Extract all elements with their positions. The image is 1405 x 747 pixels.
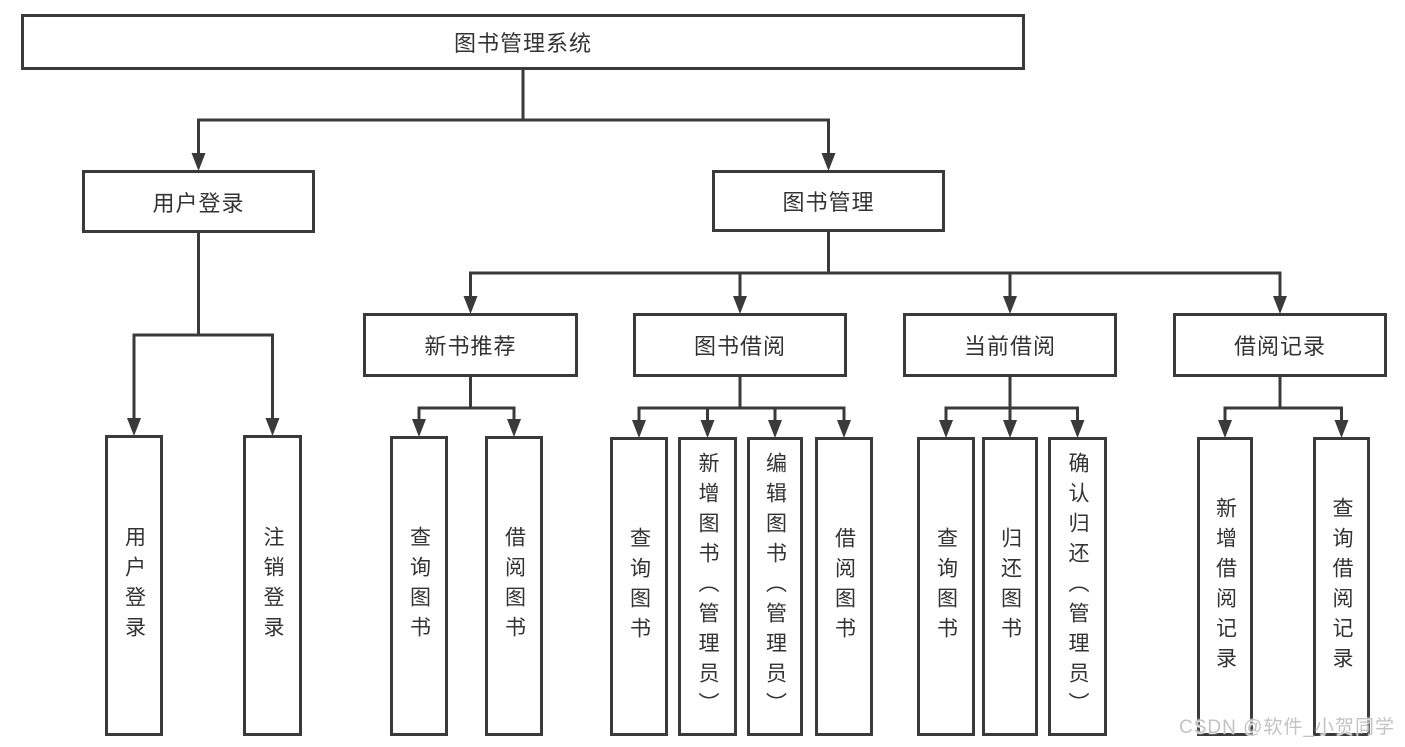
node-leaf-query-book-3: 查询图书: [917, 437, 975, 736]
arrowhead-icon: [127, 418, 141, 436]
node-leaf-add-borrow-record: 新增借阅记录: [1197, 437, 1253, 736]
node-label-leaf-logout: 注销登录: [261, 525, 284, 646]
node-label-leaf-add-borrow-record: 新增借阅记录: [1213, 496, 1237, 677]
node-leaf-add-book: 新增图书（管理员）: [678, 437, 737, 736]
node-book-borrow: 图书借阅: [633, 313, 847, 377]
node-label-user-login: 用户登录: [152, 190, 245, 216]
node-label-borrow-records: 借阅记录: [1233, 334, 1326, 359]
node-borrow-records: 借阅记录: [1173, 313, 1387, 377]
node-label-leaf-user-login: 用户登录: [122, 525, 146, 646]
node-leaf-borrow-book-1: 借阅图书: [485, 436, 543, 736]
node-label-leaf-return-book: 归还图书: [998, 526, 1022, 647]
node-new-book-rec: 新书推荐: [363, 313, 578, 377]
node-leaf-query-borrow-record: 查询借阅记录: [1313, 437, 1370, 736]
node-book-mgmt: 图书管理: [712, 170, 945, 232]
node-leaf-return-book: 归还图书: [982, 437, 1038, 736]
node-label-leaf-query-borrow-record: 查询借阅记录: [1330, 496, 1353, 677]
node-label-current-borrow: 当前借阅: [963, 334, 1056, 359]
node-leaf-query-book-2: 查询图书: [610, 437, 668, 736]
arrowhead-icon: [412, 419, 426, 437]
arrowhead-icon: [821, 153, 836, 171]
node-leaf-borrow-book-2: 借阅图书: [815, 437, 873, 736]
node-leaf-query-book-1: 查询图书: [390, 436, 448, 736]
arrowhead-icon: [1334, 420, 1349, 438]
arrowhead-icon: [507, 419, 521, 437]
node-label-new-book-rec: 新书推荐: [424, 334, 517, 359]
node-user-login: 用户登录: [82, 170, 315, 233]
node-leaf-logout: 注销登录: [243, 435, 302, 736]
arrowhead-icon: [837, 420, 851, 438]
arrowhead-icon: [939, 420, 953, 438]
arrowhead-icon: [700, 420, 715, 438]
node-label-leaf-confirm-return: 确认归还（管理员）: [1066, 451, 1089, 722]
node-label-leaf-edit-book: 编辑图书（管理员）: [763, 451, 787, 722]
arrowhead-icon: [463, 296, 478, 314]
node-leaf-user-login: 用户登录: [105, 435, 163, 736]
node-leaf-edit-book: 编辑图书（管理员）: [747, 437, 803, 736]
node-label-leaf-query-book-3: 查询图书: [934, 526, 958, 647]
arrowhead-icon: [1070, 420, 1085, 438]
node-label-leaf-borrow-book-2: 借阅图书: [832, 526, 856, 647]
node-current-borrow: 当前借阅: [903, 313, 1117, 377]
node-leaf-confirm-return: 确认归还（管理员）: [1048, 437, 1107, 736]
node-label-book-borrow: 图书借阅: [693, 334, 786, 359]
node-root: 图书管理系统: [21, 14, 1025, 70]
arrowhead-icon: [768, 420, 782, 438]
node-label-leaf-query-book-2: 查询图书: [627, 526, 651, 647]
watermark: CSDN @软件_小贺同学: [1179, 717, 1395, 738]
arrowhead-icon: [632, 420, 646, 438]
arrowhead-icon: [191, 153, 206, 171]
node-label-book-mgmt: 图书管理: [782, 190, 875, 215]
node-label-leaf-add-book: 新增图书（管理员）: [696, 451, 719, 722]
arrowhead-icon: [1273, 296, 1287, 314]
arrowhead-icon: [733, 296, 747, 314]
arrowhead-icon: [1003, 420, 1017, 438]
arrowhead-icon: [1003, 296, 1017, 314]
arrowhead-icon: [265, 418, 280, 436]
arrowhead-icon: [1218, 420, 1232, 438]
node-label-leaf-borrow-book-1: 借阅图书: [502, 526, 526, 646]
node-label-leaf-query-book-1: 查询图书: [407, 526, 431, 646]
node-label-root: 图书管理系统: [453, 31, 592, 56]
